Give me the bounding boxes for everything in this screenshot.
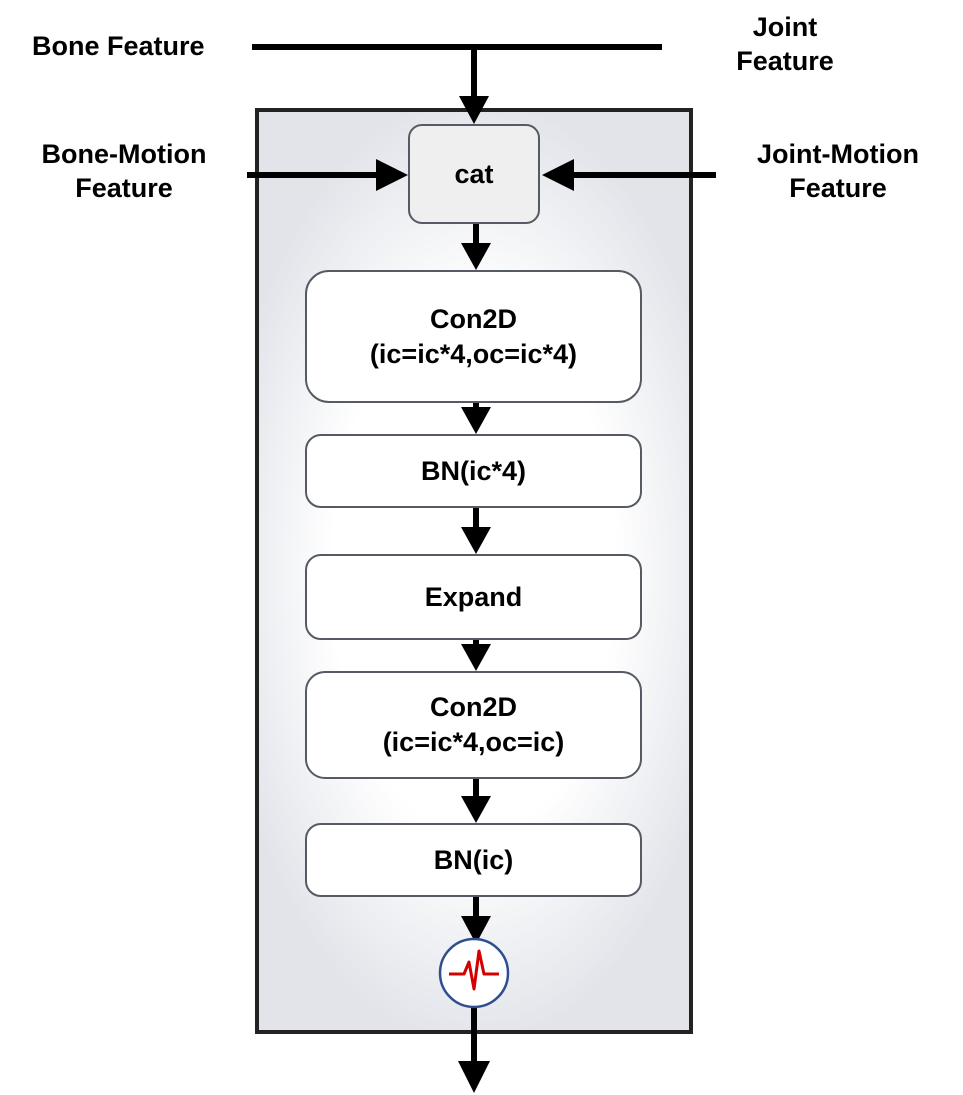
expand-node: Expand bbox=[305, 554, 642, 640]
joint-feature-label-line1: Joint bbox=[752, 12, 818, 42]
joint-motion-feature-label-line1: Joint-Motion bbox=[757, 139, 919, 169]
bone-motion-feature-label-line2: Feature bbox=[75, 173, 173, 203]
batchnorm-reduce-node: BN(ic) bbox=[305, 823, 642, 897]
bone-feature-label: Bone Feature bbox=[32, 31, 205, 61]
arrow-into-activation bbox=[461, 916, 491, 944]
joint-feature-label-line2: Feature bbox=[736, 46, 834, 76]
batchnorm-expand-node: BN(ic*4) bbox=[305, 434, 642, 508]
joint-motion-feature-label-line2: Feature bbox=[789, 173, 887, 203]
arrow-into-bn1 bbox=[461, 407, 491, 434]
arrow-into-bn2 bbox=[461, 796, 491, 823]
conv2d-reduce-node: Con2D (ic=ic*4,oc=ic) bbox=[305, 671, 642, 779]
arrow-into-expand bbox=[461, 527, 491, 554]
bone-motion-feature-label-line1: Bone-Motion bbox=[41, 139, 207, 169]
output-arrow bbox=[458, 1061, 490, 1093]
arrow-into-conv2 bbox=[461, 644, 491, 671]
arrow-into-cat-right bbox=[542, 159, 574, 191]
bone-motion-feature-label: Bone-Motion Feature bbox=[22, 137, 226, 205]
arrow-into-cat-left bbox=[376, 159, 408, 191]
arrow-into-conv1 bbox=[461, 243, 491, 270]
joint-motion-feature-label: Joint-Motion Feature bbox=[736, 137, 940, 205]
activation-waveform-icon bbox=[438, 937, 510, 1009]
conv2d-expand-node: Con2D (ic=ic*4,oc=ic*4) bbox=[305, 270, 642, 403]
arrow-into-cat-top bbox=[459, 96, 489, 124]
joint-feature-label: Joint Feature bbox=[726, 10, 844, 78]
cat-node: cat bbox=[408, 124, 540, 224]
